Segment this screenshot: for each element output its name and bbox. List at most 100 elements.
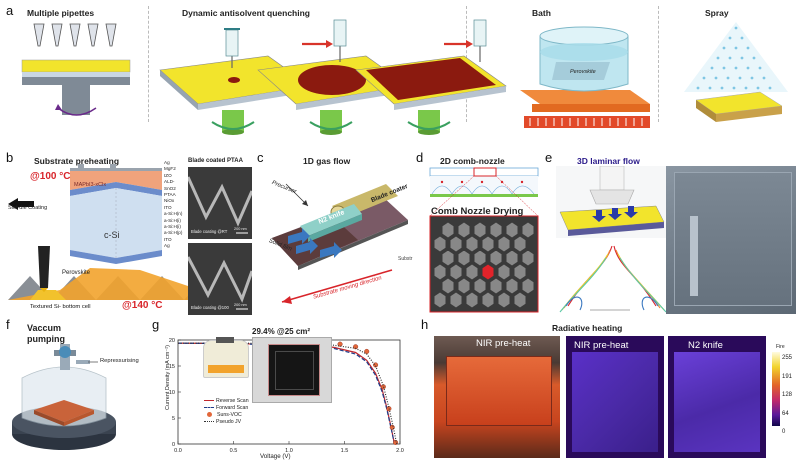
jv-y-tick-label: 0 [172, 442, 175, 448]
spray-illustration [684, 22, 788, 122]
b-layer: ITO [164, 236, 172, 242]
h-title: Radiative heating [552, 323, 623, 333]
panel-label-h: h [421, 317, 429, 332]
h-label-2: NIR pre-heat [574, 340, 629, 351]
d-caption: Comb Nozzle Drying [431, 206, 524, 217]
h-cb-unit: Fire [776, 344, 785, 350]
h-ir-image-2 [668, 336, 766, 458]
b-perovskite: Perovskite [62, 270, 91, 276]
b-sem2-caption: Blade coating @100 [191, 305, 229, 310]
panel-c-illustration [272, 183, 408, 304]
quench-stage-3 [355, 19, 507, 135]
b-temp-top: @100 °C [30, 171, 71, 182]
jv-x-tick-label: 0.0 [174, 448, 182, 454]
b-temp-bottom: @140 °C [122, 300, 163, 311]
b-sem-images [188, 167, 252, 315]
b-layer: MgF2 [164, 166, 176, 172]
jv-y-tick-label: 20 [169, 338, 175, 344]
b-layer: IZO [164, 172, 172, 178]
jv-series-suns-voc-point [337, 341, 343, 347]
jv-inset-photo [252, 337, 332, 403]
panel-f-illustration [12, 344, 116, 450]
jv-y-tick-label: 15 [169, 364, 175, 370]
b-layer: Ag [164, 160, 170, 165]
jv-y-tick-label: 5 [172, 416, 175, 422]
b-layer-top: MAPbI3-xClx [74, 182, 107, 188]
jv-x-tick-label: 2.0 [396, 448, 404, 454]
pipette-array [33, 23, 117, 47]
b-layer: ITO [164, 204, 172, 210]
bath-illustration [520, 26, 650, 128]
b-sem2-scale: 200 nm [234, 303, 247, 307]
jv-legend: Reverse Scan Forward Scan Suns-VOC Pseud… [204, 398, 260, 426]
panel-e-illustration [556, 166, 668, 316]
jv-x-tick-label: 1.5 [341, 448, 349, 454]
b-layer: ALD-SnO2 [164, 179, 176, 191]
pipette-substrate [21, 59, 131, 73]
jv-inset-sketch [203, 337, 249, 378]
h-photo-substrate [446, 356, 552, 426]
a-divider-1 [148, 6, 149, 122]
a-title-quenching: Dynamic antisolvent quenching [182, 8, 310, 18]
f-title-2: pumping [27, 334, 65, 344]
b-layer: a-Si:H(p) [164, 230, 183, 236]
jv-inset-film [208, 365, 244, 373]
jv-y-tick-label: 10 [169, 390, 175, 396]
jv-inset-active-area [275, 351, 314, 390]
jv-x-tick-label: 0.5 [230, 448, 238, 454]
jv-inset-lamp [216, 337, 234, 343]
bath-perovskite-label: Perovskite [570, 69, 596, 75]
panel-b-illustration [8, 164, 222, 300]
h-cb-tick: 64 [782, 410, 789, 417]
b-layer-list: Ag MgF2 IZO ALD-SnO2 PTAA NiOx ITO a-Si:… [164, 160, 186, 250]
b-sem1-scale: 200 nm [234, 227, 247, 231]
b-layer: a-Si:H(i) [164, 224, 181, 230]
panel-label-d: d [416, 150, 424, 165]
b-layer: a-Si:H(n) [164, 211, 183, 217]
b-layer: Ag [164, 243, 170, 249]
a-title-pipettes: Multiple pipettes [27, 8, 95, 18]
pipette-chuck [62, 85, 90, 115]
jv-legend-pseudo: Pseudo JV [204, 419, 260, 426]
b-sem-title: Blade coated PTAA [188, 158, 243, 164]
a-title-spray: Spray [705, 8, 729, 18]
jv-badge: 29.4% @25 cm² [252, 327, 311, 336]
f-repress: Repressurising [100, 358, 139, 364]
b-layer: NiOx [164, 198, 175, 204]
b-slot-die: Slot-die Coating [8, 205, 48, 211]
h-ir-sample-2 [674, 352, 760, 452]
b-title: Substrate preheating [34, 156, 120, 166]
a-title-bath: Bath [532, 8, 551, 18]
panel-label-a: a [6, 3, 14, 18]
jv-inset-device [268, 344, 320, 396]
e-photo [666, 166, 796, 314]
f-title-1: Vaccum [27, 323, 62, 333]
h-colorbar [772, 352, 780, 426]
e-title: 3D laminar flow [577, 156, 640, 166]
jv-legend-reverse: Reverse Scan [204, 398, 260, 405]
h-ir-sample-1 [572, 352, 658, 452]
h-photo-nir [434, 336, 560, 458]
jv-legend-suns: Suns-VOC [204, 412, 260, 419]
jv-x-tick-label: 1.0 [285, 448, 293, 454]
h-label-1: NIR pre-heat [476, 338, 531, 349]
h-label-3: N2 knife [688, 340, 723, 351]
d-title: 2D comb-nozzle [440, 156, 505, 166]
a-divider-3 [658, 6, 659, 122]
b-layer: a-Si:H(i) [164, 217, 181, 223]
panel-label-g: g [152, 317, 160, 332]
h-ir-image-1 [566, 336, 664, 458]
panel-label-c: c [257, 150, 264, 165]
h-cb-tick: 128 [782, 392, 793, 398]
h-cb-tick: 255 [782, 355, 793, 361]
panel-label-f: f [6, 317, 10, 332]
jv-legend-forward: Forward Scan [204, 405, 260, 412]
h-cb-ticks: 255 191 128 64 0 [782, 349, 792, 442]
jv-ylabel: Current Density (mA cm⁻²) [165, 345, 171, 410]
b-layer: PTAA [164, 192, 176, 198]
b-csi: c-Si [104, 230, 120, 240]
jv-xlabel: Voltage (V) [260, 453, 291, 460]
c-substrate: Substr [398, 256, 413, 262]
panel-label-b: b [6, 150, 14, 165]
c-title: 1D gas flow [303, 156, 351, 166]
